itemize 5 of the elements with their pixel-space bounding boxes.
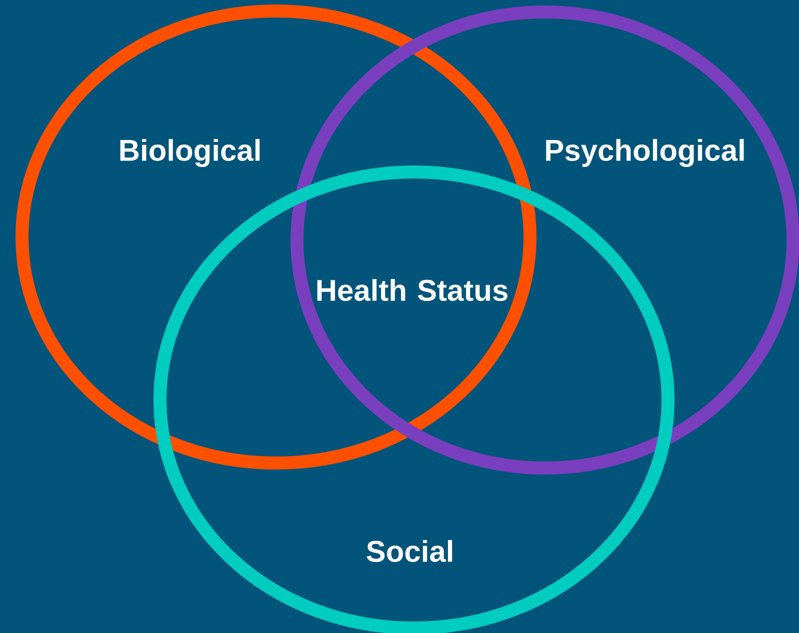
node-label: Psychological [546, 138, 744, 168]
center-label: Health Status [317, 279, 508, 302]
ellipse [16, 4, 536, 470]
node-label: Biological [120, 138, 260, 168]
node-label: Social [366, 540, 452, 562]
